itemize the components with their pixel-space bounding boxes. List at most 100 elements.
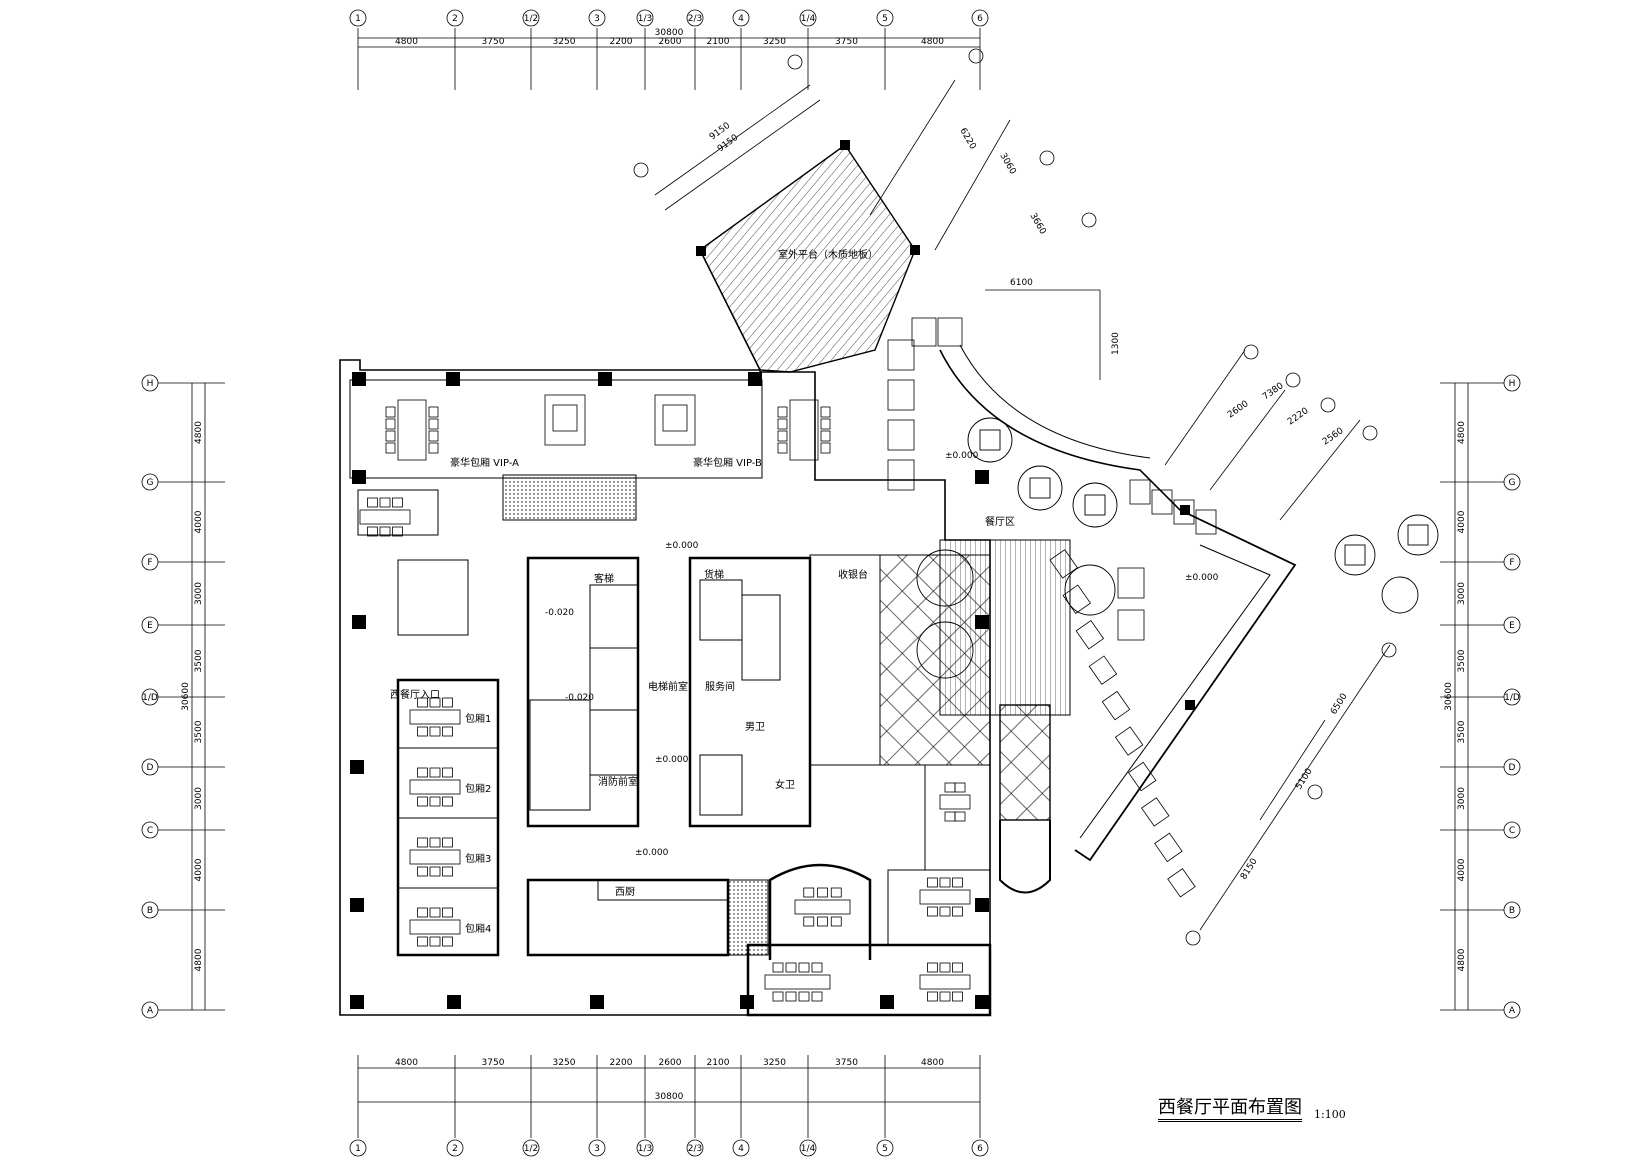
room-label-service: 服务间 [705,680,735,693]
dim-value: 6220 [957,127,977,152]
axis-spacing: 4800 [921,37,944,47]
level-mark: -0.020 [545,608,574,618]
axis-total: 30800 [655,1092,684,1102]
axis-spacing: 4800 [921,1058,944,1068]
axis-spacing: 4000 [1457,858,1467,881]
axis-label: C [1509,826,1515,836]
dim-value: 2220 [1286,406,1311,427]
room-label-dining: 餐厅区 [985,515,1015,528]
axis-label: D [1509,763,1516,773]
dim-value: 6500 [1329,692,1350,717]
dim-value: 5100 [1294,767,1315,792]
room-label-elevator-hall: 电梯前室 [648,680,688,693]
column [840,140,850,150]
axis-label: A [147,1006,154,1016]
axis-spacing: 3500 [194,649,204,672]
axis-spacing: 3500 [1457,649,1467,672]
axis-label: E [1509,621,1515,631]
room-label-toilet-m: 男卫 [745,721,765,733]
room-labels: 豪华包厢 VIP-A 豪华包厢 VIP-B 室外平台（木质地板） 西餐厅入口 客… [390,248,1015,935]
room-label-private-4: 包厢4 [465,922,491,935]
axis-spacing: 3500 [194,720,204,743]
drawing-scale: 1:100 [1314,1108,1346,1121]
axis-label: 2/3 [688,1144,702,1154]
axis-spacing: 4800 [194,948,204,971]
axis-label: A [1509,1006,1516,1016]
level-mark: ±0.000 [1185,573,1219,583]
room-label-vip-b: 豪华包厢 VIP-B [693,456,762,469]
axis-label: 1 [355,14,361,24]
axis-label: 1/2 [524,14,538,24]
axis-spacing: 4800 [194,421,204,444]
axis-label: 1 [355,1144,361,1154]
axis-spacing: 3000 [194,582,204,605]
axis-spacing: 3250 [763,1058,786,1068]
axis-spacing: 4800 [1457,948,1467,971]
axis-label: 1/3 [638,1144,652,1154]
room-label-entrance: 西餐厅入口 [390,688,440,701]
level-mark: ±0.000 [635,848,669,858]
axis-spacing: 4800 [1457,421,1467,444]
axis-spacing: 2200 [610,1058,633,1068]
room-label-kitchen: 西厨 [615,886,635,898]
axis-total: 30600 [1444,682,1454,711]
axis-label: H [1509,379,1516,389]
axis-spacing: 4000 [194,858,204,881]
room-label-fire-lobby: 消防前室 [598,775,638,788]
axis-spacing: 3750 [835,37,858,47]
axis-label: 2 [452,1144,458,1154]
dim-value: 3660 [1027,212,1047,237]
room-label-terrace: 室外平台（木质地板） [778,248,878,261]
axis-label: G [147,478,154,488]
axis-label: F [147,558,152,568]
axis-label: 4 [738,14,744,24]
left-axis-dimensions: HGFE1/DDCBA48004000300035003500300040004… [141,374,225,1019]
building-walls [339,359,992,1017]
axis-label: B [147,906,153,916]
axis-spacing: 3250 [763,37,786,47]
dim-value: 3060 [997,152,1017,177]
axis-label: 6 [977,14,983,24]
axis-label: 3 [594,14,600,24]
dim-value: 2560 [1321,426,1346,447]
dim-value: 7380 [1261,381,1286,402]
axis-label: 4 [738,1144,744,1154]
room-label-service-elevator: 货梯 [704,568,724,581]
axis-label: C [147,826,153,836]
axis-total: 30600 [181,682,191,711]
axis-spacing: 2100 [707,1058,730,1068]
axis-label: 1/D [142,693,158,703]
axis-spacing: 3000 [194,787,204,810]
dim-value: 1300 [1111,332,1121,355]
axis-label: 6 [977,1144,983,1154]
room-label-passenger-elevator: 客梯 [594,572,614,585]
level-mark: ±0.000 [665,541,699,551]
axis-spacing: 3750 [835,1058,858,1068]
axis-spacing: 3250 [553,37,576,47]
axis-label: H [147,379,154,389]
column [696,246,706,256]
dim-value: 6100 [1010,278,1033,288]
diagonal-dimensions [633,48,1397,946]
axis-label: E [147,621,153,631]
axis-spacing: 3500 [1457,720,1467,743]
axis-spacing: 3000 [1457,787,1467,810]
axis-spacing: 3750 [482,1058,505,1068]
axis-spacing: 3000 [1457,582,1467,605]
axis-spacing: 2200 [610,37,633,47]
drawing-title: 西餐厅平面布置图 [1158,1093,1302,1122]
room-label-private-2: 包厢2 [465,782,491,795]
level-mark: -0.020 [565,693,594,703]
column [910,245,920,255]
right-axis-dimensions: HGFE1/DDCBA48004000300035003500300040004… [1440,374,1521,1019]
axis-label: 5 [882,1144,888,1154]
axis-label: 1/4 [801,14,816,24]
room-label-private-1: 包厢1 [465,712,491,725]
axis-spacing: 3250 [553,1058,576,1068]
structural-columns [350,372,1195,1009]
furniture-layout [359,317,1217,1002]
axis-spacing: 3750 [482,37,505,47]
axis-spacing: 4800 [395,37,418,47]
